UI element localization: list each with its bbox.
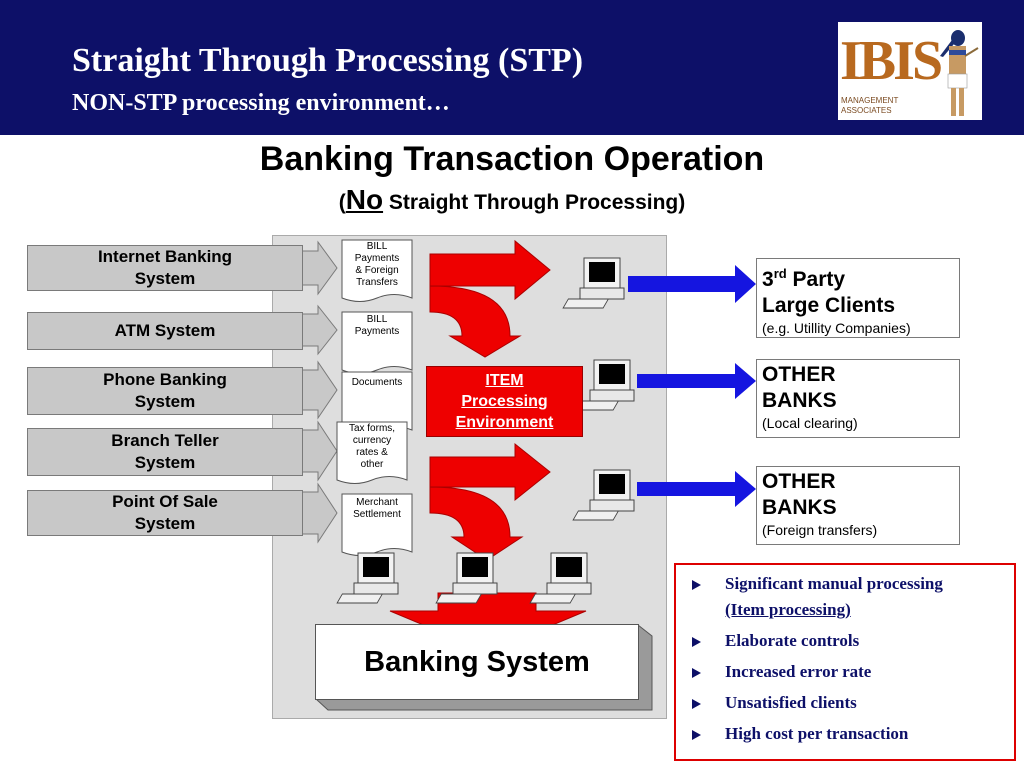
source-label: Phone Banking xyxy=(103,370,227,389)
dest-note: (Local clearing) xyxy=(762,415,858,431)
note-text: High cost per transaction xyxy=(725,724,909,743)
doc-text: BILL xyxy=(366,314,388,325)
doc-text: Payments xyxy=(354,253,400,264)
header-bar: Straight Through Processing (STP) NON-ST… xyxy=(0,0,1024,135)
doc-text: Payments xyxy=(354,326,400,337)
doc-label-merchant: Merchant Settlement xyxy=(342,497,412,521)
doc-text: other xyxy=(360,459,384,470)
banking-system-label: Banking System xyxy=(364,645,590,678)
item-processing-line: Processing xyxy=(461,393,548,410)
source-label: Branch Teller xyxy=(111,431,219,450)
source-label: System xyxy=(134,453,196,472)
source-label: ATM System xyxy=(114,321,216,340)
diagram-subtitle: (No Straight Through Processing) xyxy=(0,184,1024,216)
bullet-icon xyxy=(692,580,701,590)
arrow-tip-internet xyxy=(300,240,338,296)
arrow-tip-teller xyxy=(300,420,338,482)
dest-other-banks-local: OTHER BANKS (Local clearing) xyxy=(756,359,960,438)
ibis-logo: IBIS MANAGEMENT ASSOCIATES xyxy=(838,22,982,120)
source-label: System xyxy=(134,269,196,288)
red-arrows xyxy=(389,239,587,653)
doc-text: Tax forms, xyxy=(348,423,396,434)
dest-title-line2: BANKS xyxy=(762,389,837,412)
doc-label-documents: Documents xyxy=(342,377,412,389)
logo-subtext: MANAGEMENT ASSOCIATES xyxy=(841,96,898,116)
doc-text: Merchant xyxy=(356,497,398,508)
arrow-tip-atm xyxy=(300,304,338,356)
bullet-icon xyxy=(692,699,701,709)
source-label: Point Of Sale xyxy=(112,492,218,511)
doc-text: BILL xyxy=(366,241,388,252)
item-processing-line: Environment xyxy=(455,414,554,431)
doc-text: rates & xyxy=(356,447,388,458)
doc-label-bill: BILL Payments xyxy=(342,314,412,338)
bullet-icon xyxy=(692,668,701,678)
dest-title: 3rd Party xyxy=(762,261,954,293)
subtitle-rest: Straight Through Processing) xyxy=(383,191,686,214)
bullet-icon xyxy=(692,730,701,740)
item-processing-box: ITEM Processing Environment xyxy=(426,366,583,437)
slide-subtitle: NON-STP processing environment… xyxy=(72,90,450,116)
note-text: Increased error rate xyxy=(725,662,872,681)
computer-icon xyxy=(572,469,635,521)
doc-text: Documents xyxy=(351,377,403,388)
dest-title-line2: Large Clients xyxy=(762,294,896,317)
subtitle-no: No xyxy=(345,184,384,215)
red-arrow-top-curve xyxy=(429,285,522,358)
blue-arrow-foreign xyxy=(637,471,756,507)
blue-arrow-clients xyxy=(628,265,756,303)
dest-third-party: 3rd Party Large Clients (e.g. Utillity C… xyxy=(756,258,960,338)
dest-title-sup: rd xyxy=(773,266,787,281)
notes-box: Significant manual processing (Item proc… xyxy=(674,563,1016,761)
dest-title: OTHER xyxy=(762,363,836,386)
doc-text: & Foreign xyxy=(355,265,399,276)
dest-title: OTHER xyxy=(762,470,836,493)
source-atm: ATM System xyxy=(27,312,303,350)
ibis-figure-icon xyxy=(940,30,979,116)
blue-arrows xyxy=(628,265,756,507)
computer-icon xyxy=(562,257,625,309)
dest-title-line2: BANKS xyxy=(762,496,837,519)
note-text: Elaborate controls xyxy=(725,631,860,650)
banking-system-box: Banking System xyxy=(315,624,639,700)
logo-subtext-line2: ASSOCIATES xyxy=(841,106,892,115)
source-arrow-tips xyxy=(300,240,338,544)
source-label: Internet Banking xyxy=(97,247,233,266)
computer-icon xyxy=(529,552,592,604)
red-arrow-mid-curve xyxy=(429,486,524,561)
dest-note: (e.g. Utillity Companies) xyxy=(762,320,911,336)
dest-other-banks-foreign: OTHER BANKS (Foreign transfers) xyxy=(756,466,960,545)
dest-title-part: Party xyxy=(786,268,846,291)
logo-text: IBIS xyxy=(840,30,943,92)
dest-title-part: 3 xyxy=(762,268,774,291)
blue-arrow-local xyxy=(637,363,756,399)
dest-note: (Foreign transfers) xyxy=(762,522,878,538)
slide-title: Straight Through Processing (STP) xyxy=(72,42,584,79)
source-label: System xyxy=(134,514,196,533)
item-processing-line: ITEM xyxy=(485,372,524,389)
diagram-title: Banking Transaction Operation xyxy=(259,140,765,178)
bullet-icon xyxy=(692,637,701,647)
logo-subtext-line1: MANAGEMENT xyxy=(841,96,899,105)
doc-label-bill-foreign: BILL Payments & Foreign Transfers xyxy=(342,241,412,289)
note-text: Significant manual processing xyxy=(725,574,943,593)
doc-text: Settlement xyxy=(353,509,401,520)
computer-icon xyxy=(336,552,399,604)
note-text-line2: (Item processing) xyxy=(725,600,851,619)
doc-text: currency xyxy=(352,435,392,446)
arrow-tip-phone xyxy=(300,360,338,420)
subtitle-open: ( xyxy=(338,191,346,214)
arrow-tip-pos xyxy=(300,482,338,544)
note-text: Unsatisfied clients xyxy=(725,693,857,712)
source-label: System xyxy=(134,392,196,411)
doc-label-tax-forms: Tax forms, currency rates & other xyxy=(337,423,407,471)
doc-text: Transfers xyxy=(356,277,398,288)
